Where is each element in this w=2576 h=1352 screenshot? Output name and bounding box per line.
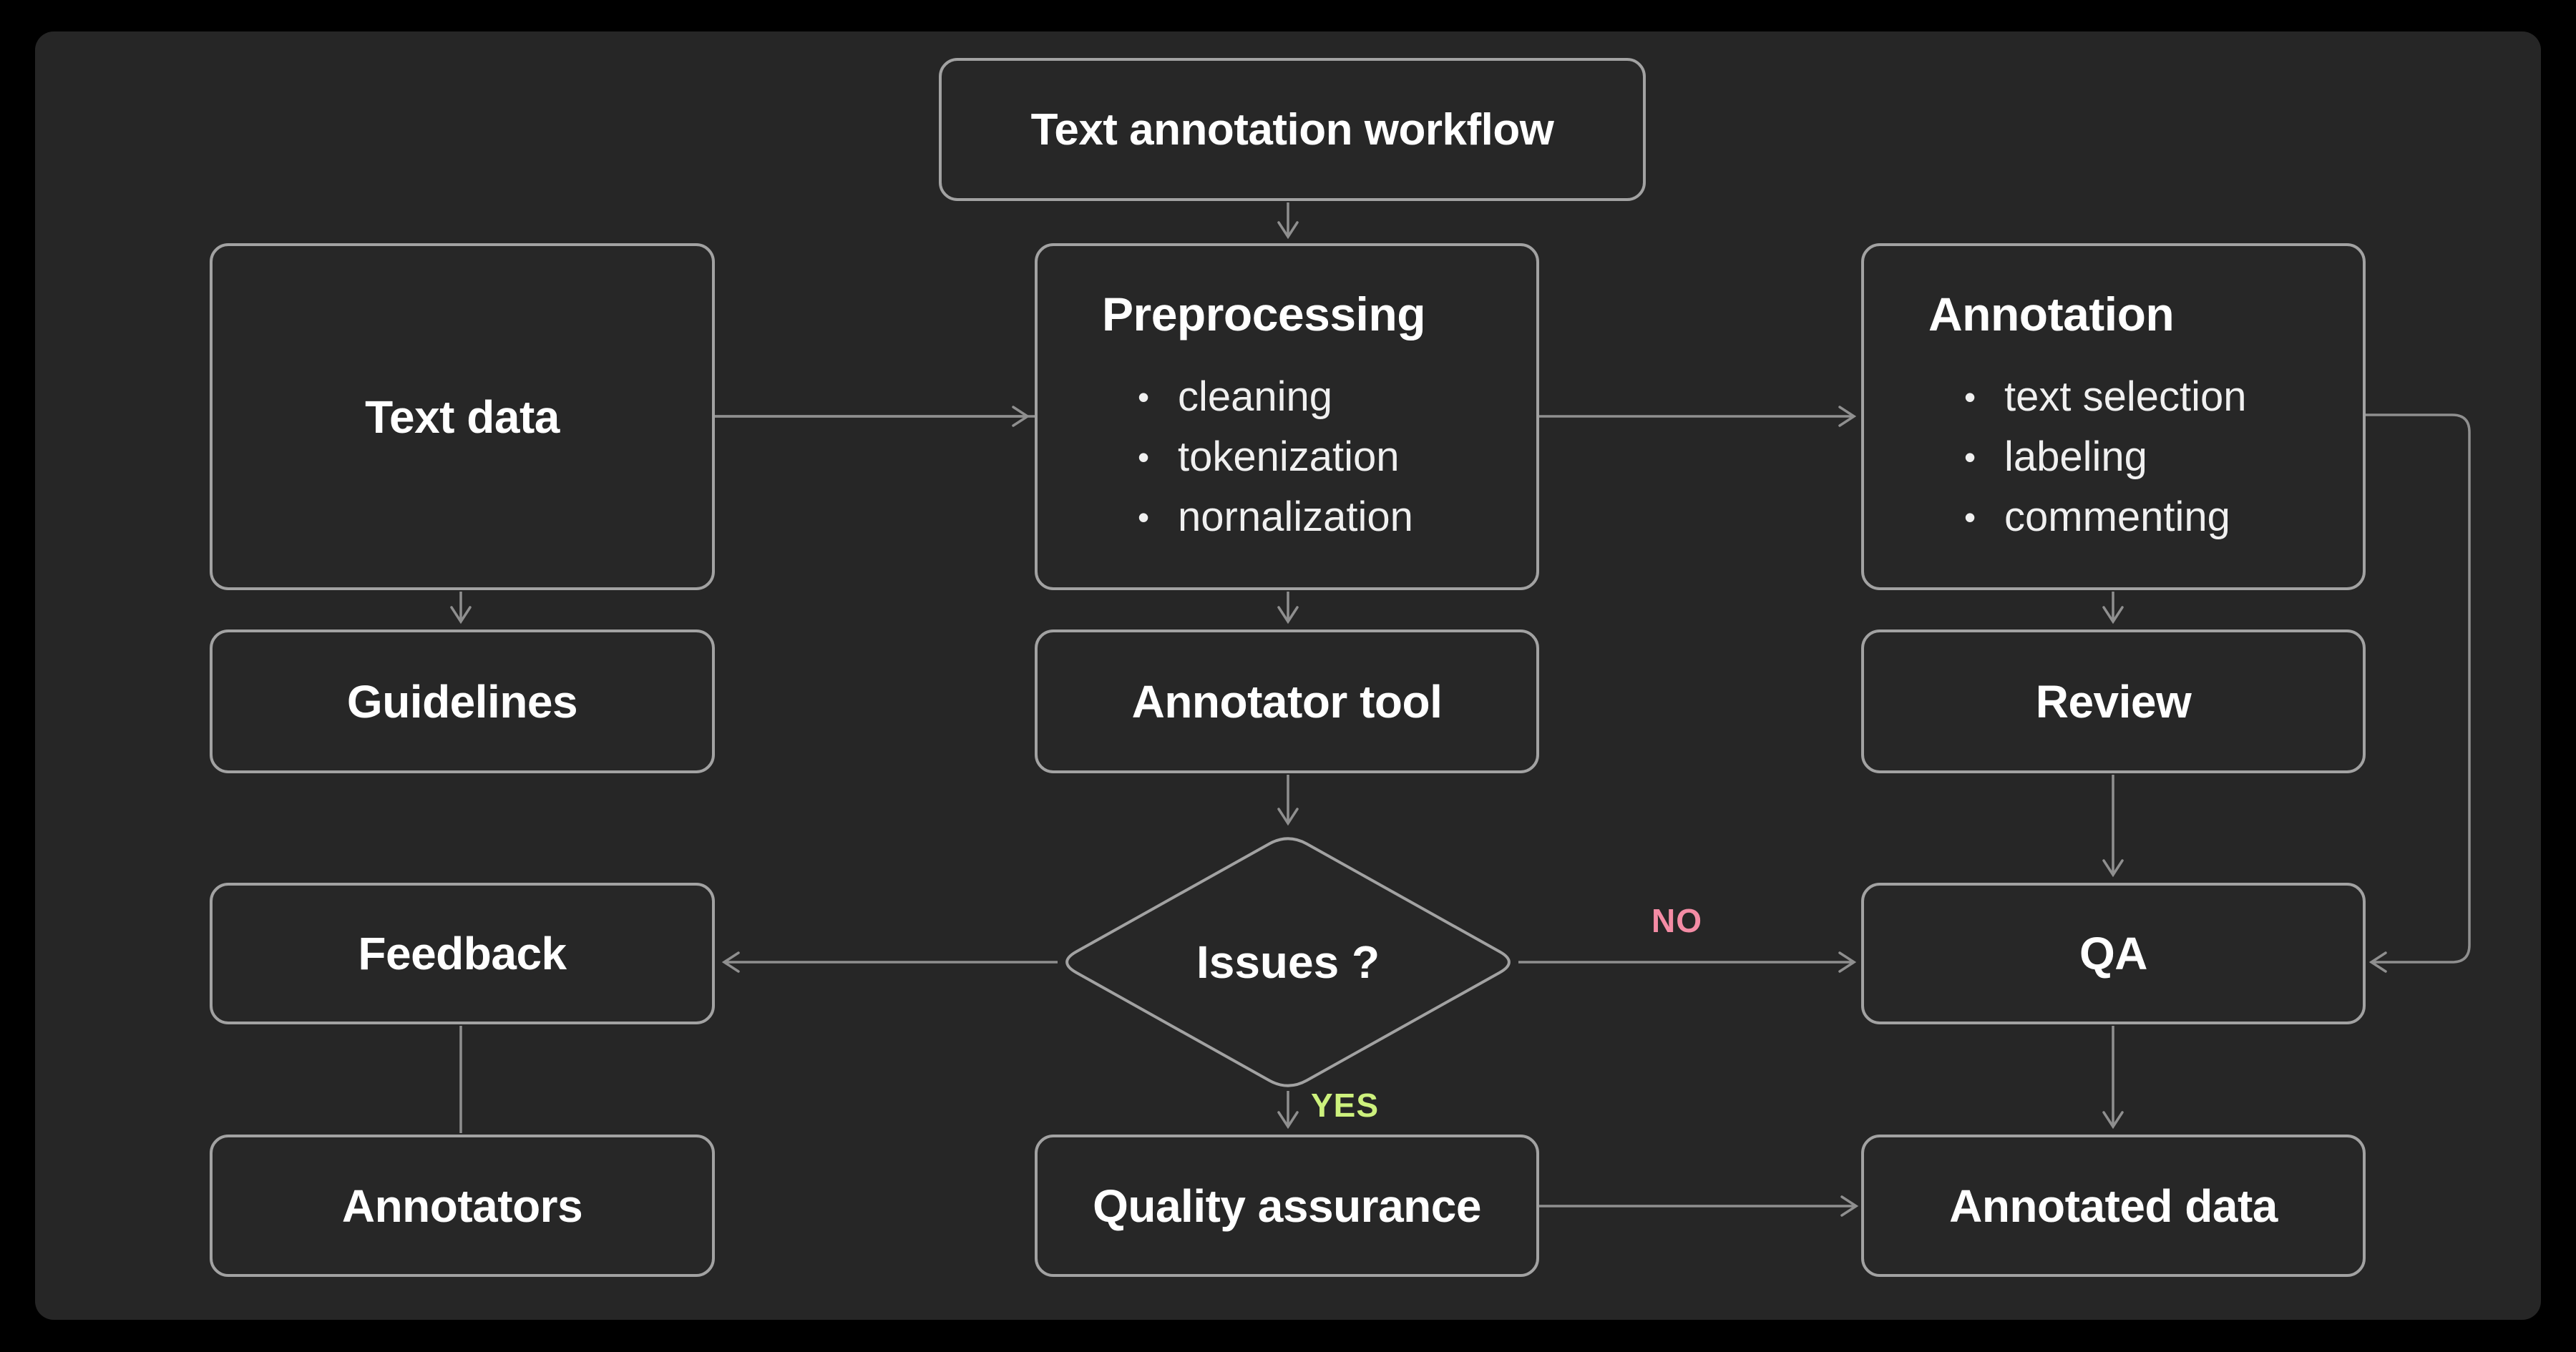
issues-label-text: Issues ?	[1196, 936, 1380, 988]
edge-label-no: NO	[1652, 902, 1702, 939]
node-feedback-label: Feedback	[358, 928, 567, 979]
node-guidelines[interactable]: Guidelines	[210, 630, 715, 773]
node-text-data-label: Text data	[365, 391, 560, 443]
node-review-label: Review	[2035, 675, 2192, 728]
preprocessing-item: nornalization	[1102, 487, 1413, 547]
preprocessing-item: cleaning	[1102, 367, 1413, 427]
node-review[interactable]: Review	[1861, 630, 2366, 773]
node-annotators[interactable]: Annotators	[210, 1135, 715, 1277]
node-text-data[interactable]: Text data	[210, 243, 715, 590]
node-guidelines-label: Guidelines	[346, 675, 578, 728]
node-annotator-tool-label: Annotator tool	[1131, 675, 1443, 728]
node-qa-label: QA	[2079, 928, 2148, 979]
edge-label-yes: YES	[1311, 1087, 1380, 1124]
node-title-label: Text annotation workflow	[1030, 104, 1554, 155]
node-preprocessing[interactable]: Preprocessing cleaning tokenization norn…	[1035, 243, 1539, 590]
edge-annotation-loop-to-qa	[2366, 413, 2471, 973]
node-annotated-data-label: Annotated data	[1949, 1180, 2278, 1232]
node-qa[interactable]: QA	[1861, 883, 2366, 1024]
preprocessing-bullet-list: cleaning tokenization nornalization	[1102, 367, 1413, 547]
preprocessing-item: tokenization	[1102, 427, 1413, 487]
node-preprocessing-label: Preprocessing	[1102, 287, 1426, 341]
node-quality-assurance[interactable]: Quality assurance	[1035, 1135, 1539, 1277]
annotation-item: commenting	[1928, 487, 2247, 547]
node-issues-decision-shape[interactable]	[1065, 837, 1511, 1087]
node-feedback[interactable]: Feedback	[210, 883, 715, 1024]
node-annotation-label: Annotation	[1928, 287, 2175, 341]
node-annotated-data[interactable]: Annotated data	[1861, 1135, 2366, 1277]
annotation-item: labeling	[1928, 427, 2247, 487]
annotation-item: text selection	[1928, 367, 2247, 427]
node-title[interactable]: Text annotation workflow	[939, 58, 1646, 201]
node-annotators-label: Annotators	[341, 1180, 583, 1232]
annotation-bullet-list: text selection labeling commenting	[1928, 367, 2247, 547]
node-quality-assurance-label: Quality assurance	[1093, 1180, 1481, 1232]
node-annotation[interactable]: Annotation text selection labeling comme…	[1861, 243, 2366, 590]
node-issues-decision-label: Issues ?	[1109, 925, 1467, 999]
node-annotator-tool[interactable]: Annotator tool	[1035, 630, 1539, 773]
